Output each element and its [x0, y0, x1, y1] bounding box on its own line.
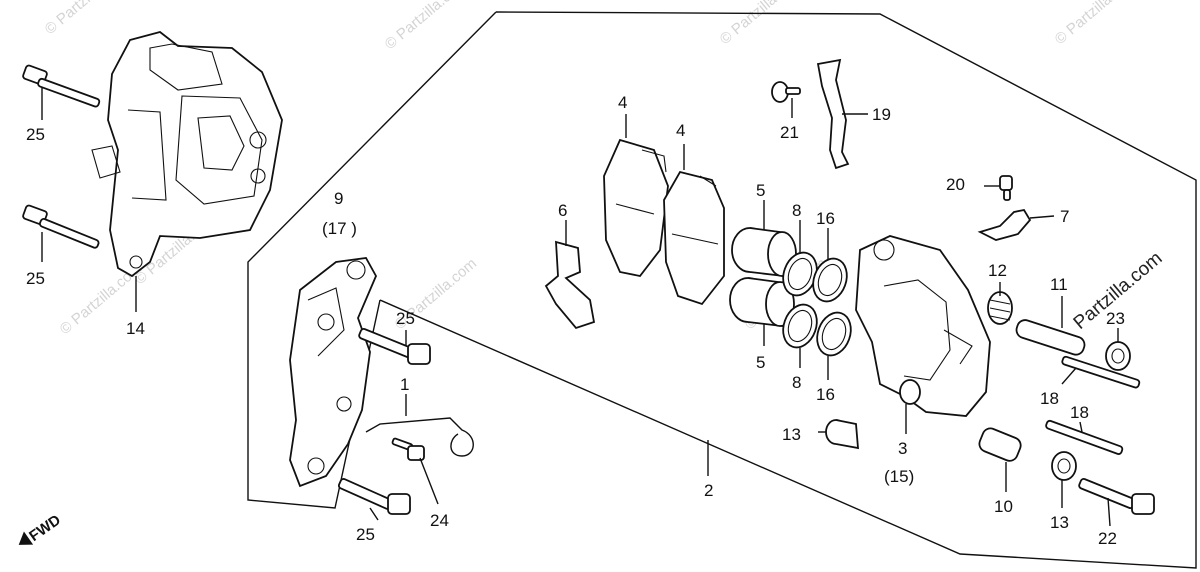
callout-16: 16	[816, 385, 835, 404]
callout-18: 18	[1070, 403, 1089, 422]
part-5-piston-upper	[731, 227, 797, 278]
callout-3: 3	[898, 439, 907, 458]
callout-1: 1	[400, 375, 409, 394]
part-5-piston-lower	[729, 277, 795, 328]
fwd-arrow-icon	[18, 531, 34, 545]
part-23-nut	[1105, 341, 1131, 371]
part-25-bolt-lower-left	[22, 204, 100, 249]
watermark-text: © Partzilla.com	[1052, 0, 1140, 48]
watermark-text: © Partzilla.com	[382, 0, 470, 53]
part-20-bleeder-screw	[999, 175, 1013, 201]
part-14-caliper-assembly	[91, 31, 283, 278]
callout-5: 5	[756, 353, 765, 372]
part-4-brake-pad-left	[603, 138, 669, 277]
part-25-bolt-center	[358, 328, 431, 365]
part-21-screw	[771, 81, 801, 103]
callout-12: 12	[988, 261, 1007, 280]
callout-8: 8	[792, 201, 801, 220]
part-7-bleeder-cap	[977, 208, 1032, 241]
callout-5: 5	[756, 181, 765, 200]
callout-22: 22	[1098, 529, 1117, 548]
assembly-outline	[379, 11, 1197, 569]
callout-18: 18	[1040, 389, 1059, 408]
callout-9: 9	[334, 189, 343, 208]
callout-20: 20	[946, 175, 965, 194]
bracket-group-outline	[247, 11, 497, 509]
part-12-boot-spring	[987, 291, 1013, 325]
part-3-caliper-body	[855, 235, 991, 417]
part-19-pad-retainer-plate	[816, 58, 850, 170]
callout-labels: 25 25 14 9 (17 ) 25 1 24 25 2 4 4 6 5 5 …	[26, 93, 1125, 548]
callout-25: 25	[396, 309, 415, 328]
part-11-slide-pin	[1015, 319, 1086, 356]
callout-25: 25	[26, 125, 45, 144]
part-25-bolt-bottom	[337, 478, 411, 515]
part-13-bushing-center	[825, 419, 859, 450]
watermark-text: © Partzilla.com	[42, 0, 130, 38]
fwd-label: FWD	[26, 511, 64, 545]
part-8-piston-seal-lower	[782, 303, 818, 349]
callout-13: 13	[782, 425, 801, 444]
callout-16: 16	[816, 209, 835, 228]
callout-19: 19	[872, 105, 891, 124]
watermark-text: © Partzilla.com	[717, 0, 805, 48]
part-1-spring-pin	[365, 417, 474, 457]
forward-direction-indicator: FWD	[18, 511, 64, 545]
callout-24: 24	[430, 511, 449, 530]
callout-4: 4	[676, 121, 685, 140]
callout-23: 23	[1106, 309, 1125, 328]
callout-2: 2	[704, 481, 713, 500]
part-9-caliper-bracket	[289, 257, 378, 488]
callout-25: 25	[26, 269, 45, 288]
callout-7: 7	[1060, 207, 1069, 226]
callout-10: 10	[994, 497, 1013, 516]
part-4-brake-pad-right	[663, 170, 725, 306]
part-16-dust-seal-lower	[816, 311, 852, 357]
part-24-small-bolt	[391, 437, 425, 461]
part-18-pin-lower	[1045, 419, 1124, 455]
callout-9-alt: (17 )	[322, 219, 357, 238]
part-22-bolt	[1078, 478, 1155, 515]
part-13-bushing-right	[1051, 451, 1077, 481]
part-16-dust-seal-upper	[812, 257, 848, 303]
callout-3-alt: (15)	[884, 467, 914, 486]
callout-11: 11	[1050, 275, 1068, 294]
callout-4: 4	[618, 93, 627, 112]
part-6-pad-shim	[544, 240, 596, 330]
part-25-bolt-upper-left	[22, 64, 101, 108]
callout-25: 25	[356, 525, 375, 544]
callout-21: 21	[780, 123, 799, 142]
callout-8: 8	[792, 373, 801, 392]
callout-13: 13	[1050, 513, 1069, 532]
part-18-pin-upper	[1061, 355, 1141, 389]
callout-6: 6	[558, 201, 567, 220]
leader-lines	[41, 88, 1119, 527]
part-10-sleeve	[978, 427, 1022, 462]
callout-14: 14	[126, 319, 145, 338]
